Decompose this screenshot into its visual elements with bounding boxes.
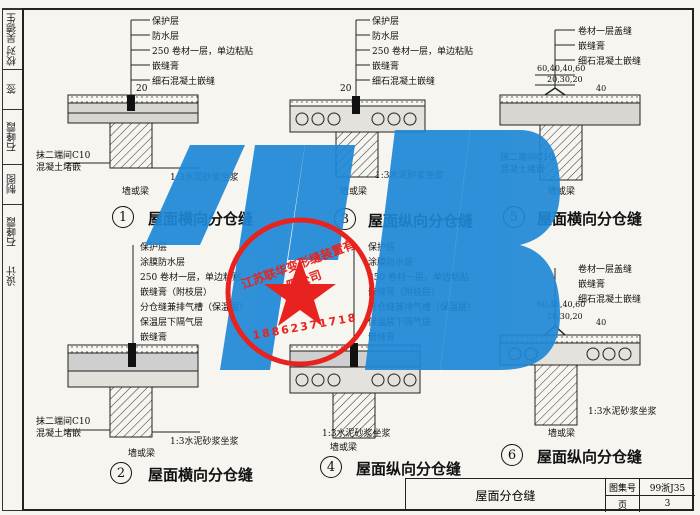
beam-label: 墙或梁	[548, 187, 576, 197]
layer-label: 分仓缝兼排气槽（保温层）	[368, 303, 477, 313]
mortar-note: 1:3水泥砂浆坐浆	[322, 429, 391, 439]
note-label: 抹二端间C10	[36, 417, 91, 427]
mortar-note: 1:3水泥砂浆坐浆	[375, 171, 444, 181]
layer-label: 嵌缝膏（附枝层）	[368, 288, 441, 298]
layer-label: 保护层	[152, 17, 180, 27]
page-value: 3	[664, 499, 671, 509]
layer-label: 嵌缝膏	[152, 62, 180, 72]
layer-label: 保温层下隔气层	[140, 318, 204, 328]
sheet-title: 屋面分仓缝	[406, 479, 606, 512]
layer-label: 保护层	[368, 243, 396, 253]
layer-label: 涂膜防水层	[368, 258, 414, 268]
dimension-label: 20,30,20	[547, 312, 583, 321]
layer-label: 保护层	[140, 243, 168, 253]
sign-off-strip: 校对 吴德生 签 石峰霞 制图 石峰霞 设计	[2, 8, 23, 511]
detail-5-drawing	[499, 29, 641, 181]
detail-title: 屋面横向分仓缝	[148, 210, 254, 228]
layer-label: 防水层	[152, 32, 180, 42]
layer-label: 保温层下隔气层	[368, 318, 432, 328]
dimension-label: 20	[340, 84, 352, 94]
layer-label: 嵌缝膏	[368, 333, 396, 343]
note-label: 混凝土堵嵌	[36, 429, 82, 439]
layer-label: 分仓缝兼排气槽（保温层）	[140, 303, 249, 313]
title-block: 屋面分仓缝 图集号 99浙J35 页 3	[405, 478, 695, 512]
layer-label: 嵌缝膏	[140, 333, 168, 343]
detail-title: 屋面横向分仓缝	[537, 210, 643, 228]
dimension-label: 40	[596, 318, 607, 327]
layer-label: 250 卷材一层，单边粘贴	[372, 47, 474, 57]
mortar-note: 1:3水泥砂浆坐浆	[170, 173, 239, 183]
detail-number: 6	[501, 444, 523, 466]
dimension-label: 60,40,40,60	[537, 64, 586, 73]
beam-label: 墙或梁	[548, 429, 576, 439]
layer-label: 涂膜防水层	[140, 258, 186, 268]
layer-label: 嵌缝膏	[372, 62, 400, 72]
detail-number: 3	[334, 208, 356, 230]
dimension-label: 40	[596, 84, 607, 93]
layer-label: 嵌缝膏（附枝层）	[140, 288, 213, 298]
layer-label: 嵌缝膏	[578, 280, 606, 290]
dimension-label: 20	[136, 84, 148, 94]
mortar-note: 1:3水泥砂浆坐浆	[588, 407, 657, 417]
layer-label: 细石混凝土嵌缝	[152, 77, 216, 87]
layer-label: 细石混凝土嵌缝	[578, 57, 642, 67]
layer-label: 卷材一层盖缝	[578, 265, 633, 275]
layer-label: 250 卷材一层，单边粘贴	[152, 47, 254, 57]
detail-title: 屋面纵向分仓缝	[356, 460, 462, 478]
note-label: 混凝土堵嵌	[36, 163, 82, 173]
layer-label: 250 卷材一层，单边粘贴	[140, 273, 242, 283]
mortar-note: 1:3水泥砂浆坐浆	[170, 437, 239, 447]
beam-label: 墙或梁	[128, 449, 156, 459]
layer-label: 250 卷材一层，单边粘贴	[368, 273, 470, 283]
dimension-label: 20,30,20	[547, 75, 583, 84]
page-label: 页	[606, 496, 640, 512]
detail-title: 屋面横向分仓缝	[148, 466, 254, 484]
detail-2-drawing	[65, 245, 200, 438]
layer-label: 保护层	[372, 17, 400, 27]
layer-label: 细石混凝土嵌缝	[578, 295, 642, 305]
layer-label: 嵌缝膏	[578, 42, 606, 52]
detail-number: 4	[320, 456, 342, 478]
note-label: 混凝土堵嵌	[500, 165, 546, 175]
atlas-label: 图集号	[606, 479, 640, 496]
note-label: 抹二端间C10	[36, 151, 91, 161]
layer-label: 卷材一层盖缝	[578, 27, 633, 37]
atlas-value: 99浙J35	[640, 479, 695, 496]
detail-title: 屋面纵向分仓缝	[537, 448, 643, 466]
detail-number: 2	[110, 462, 132, 484]
detail-number: 1	[112, 206, 134, 228]
beam-label: 墙或梁	[122, 187, 150, 197]
drawing-frame	[22, 8, 694, 511]
detail-title: 屋面纵向分仓缝	[368, 212, 474, 230]
detail-number: 5	[503, 206, 525, 228]
layer-label: 防水层	[372, 32, 400, 42]
layer-label: 细石混凝土嵌缝	[372, 77, 436, 87]
dimension-label: 60,40,40,60	[537, 300, 586, 309]
beam-label: 墙或梁	[340, 187, 368, 197]
detail-1-drawing	[65, 19, 200, 169]
beam-label: 墙或梁	[330, 443, 358, 453]
